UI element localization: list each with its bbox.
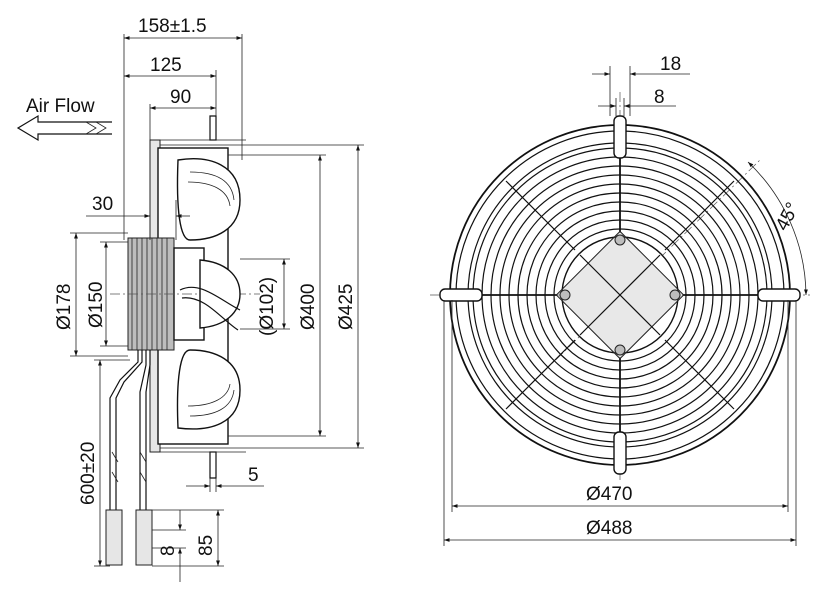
hub-bolt-left	[559, 289, 571, 301]
motor-body	[110, 237, 260, 351]
side-view: Air Flow	[16, 16, 364, 582]
dim-hub-102: (Ø102)	[257, 277, 278, 336]
dim-motor-178: Ø178	[54, 284, 75, 330]
dim-guard-488: Ø488	[586, 518, 632, 539]
dim-cable-length: 600±20	[78, 442, 99, 505]
hub-bolt-bottom	[614, 344, 626, 356]
air-flow-arrow-icon	[16, 114, 112, 142]
dim-strip-8: 8	[158, 545, 179, 556]
dim-overall-depth: 158±1.5	[138, 16, 207, 37]
dim-blade-400: Ø400	[298, 284, 319, 330]
hub-bolt-right	[669, 289, 681, 301]
dim-depth-90: 90	[170, 87, 191, 108]
dim-gap-5: 5	[248, 465, 259, 486]
dim-depth-125: 125	[150, 55, 182, 76]
dim-flange-30: 30	[92, 194, 113, 215]
hub-bolt-top	[614, 234, 626, 246]
air-flow-label: Air Flow	[26, 96, 95, 117]
dim-ring-425: Ø425	[336, 284, 357, 330]
cable-bundle	[105, 350, 153, 566]
motor-hub	[555, 230, 685, 360]
dim-strip-85: 85	[196, 535, 217, 556]
dim-guard-470: Ø470	[586, 484, 632, 505]
dim-slot-18: 18	[660, 54, 681, 75]
fan-blades	[176, 158, 241, 430]
front-view: 18 8 45° Ø470 Ø488	[430, 54, 810, 546]
guard-radial-struts	[459, 136, 781, 454]
dim-motor-150: Ø150	[86, 282, 107, 328]
dim-slot-8: 8	[654, 87, 665, 108]
